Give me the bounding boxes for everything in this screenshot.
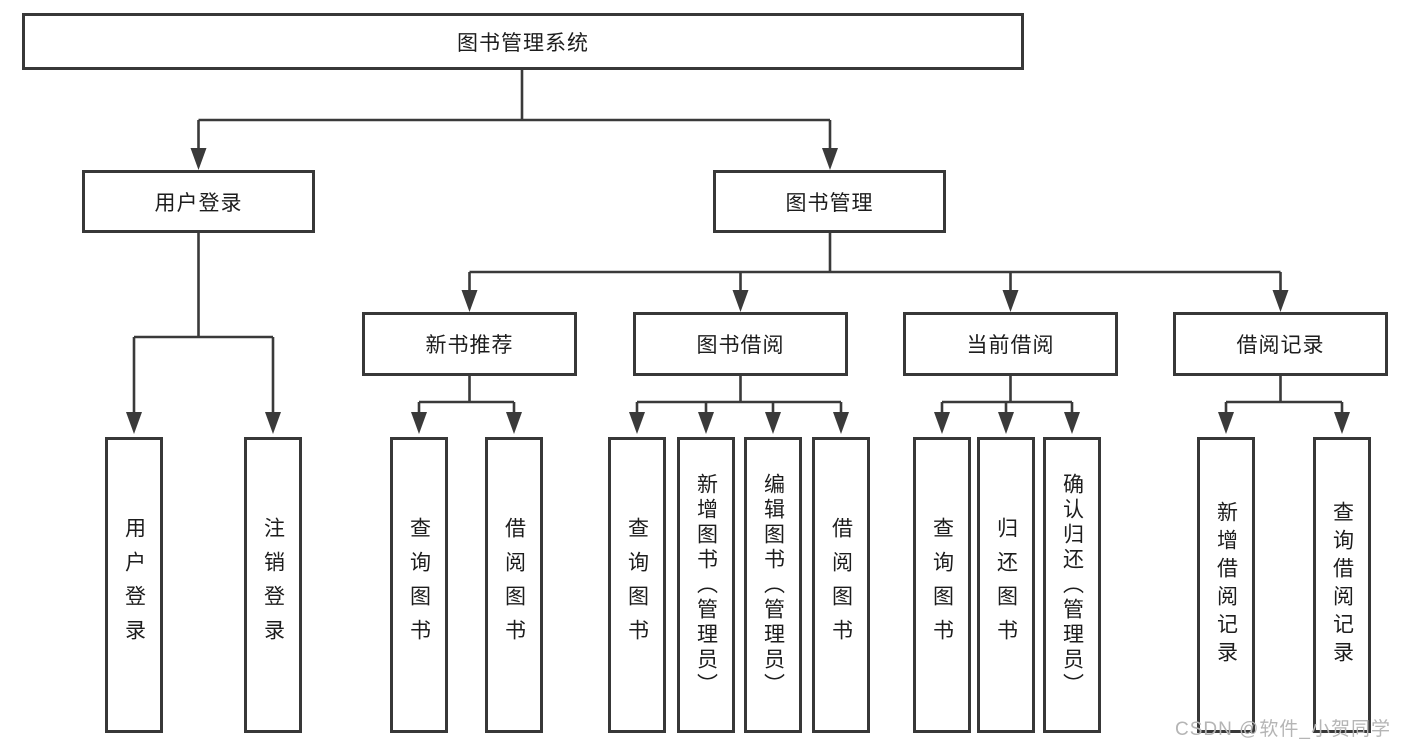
- leaf-query-books-current: 查询图书: [913, 437, 971, 733]
- leaf-edit-book-admin: 编辑图书（管理员）: [744, 437, 802, 733]
- leaf-query-borrow-record: 查询借阅记录: [1313, 437, 1371, 733]
- leaf-label: 注销登录: [261, 517, 285, 653]
- node-user-login: 用户登录: [82, 170, 315, 233]
- leaf-label: 查询图书: [930, 517, 954, 653]
- node-current-borrow: 当前借阅: [903, 312, 1118, 376]
- node-new-book-recommend: 新书推荐: [362, 312, 577, 376]
- leaf-label: 用户登录: [122, 517, 146, 653]
- leaf-label: 确认归还（管理员）: [1060, 472, 1084, 698]
- leaf-label: 新增借阅记录: [1214, 501, 1238, 669]
- leaf-label: 查询图书: [407, 517, 431, 653]
- node-book-borrow: 图书借阅: [633, 312, 848, 376]
- leaf-borrow-books: 借阅图书: [812, 437, 870, 733]
- leaf-confirm-return-admin: 确认归还（管理员）: [1043, 437, 1101, 733]
- node-book-management: 图书管理: [713, 170, 946, 233]
- leaf-label: 查询借阅记录: [1330, 501, 1354, 669]
- node-library-system: 图书管理系统: [22, 13, 1024, 70]
- leaf-add-borrow-record: 新增借阅记录: [1197, 437, 1255, 733]
- leaf-borrow-books-recommend: 借阅图书: [485, 437, 543, 733]
- leaf-add-book-admin: 新增图书（管理员）: [677, 437, 735, 733]
- leaf-query-books-recommend: 查询图书: [390, 437, 448, 733]
- leaf-label: 借阅图书: [502, 517, 526, 653]
- leaf-label: 新增图书（管理员）: [694, 472, 718, 698]
- node-borrow-records: 借阅记录: [1173, 312, 1388, 376]
- leaf-label: 查询图书: [625, 517, 649, 653]
- leaf-return-books: 归还图书: [977, 437, 1035, 733]
- csdn-watermark: CSDN @软件_小贺同学: [1175, 719, 1391, 740]
- leaf-label: 编辑图书（管理员）: [761, 472, 785, 698]
- leaf-logout-login: 注销登录: [244, 437, 302, 733]
- leaf-query-books-borrow: 查询图书: [608, 437, 666, 733]
- leaf-label: 借阅图书: [829, 517, 853, 653]
- leaf-user-login: 用户登录: [105, 437, 163, 733]
- leaf-label: 归还图书: [994, 517, 1018, 653]
